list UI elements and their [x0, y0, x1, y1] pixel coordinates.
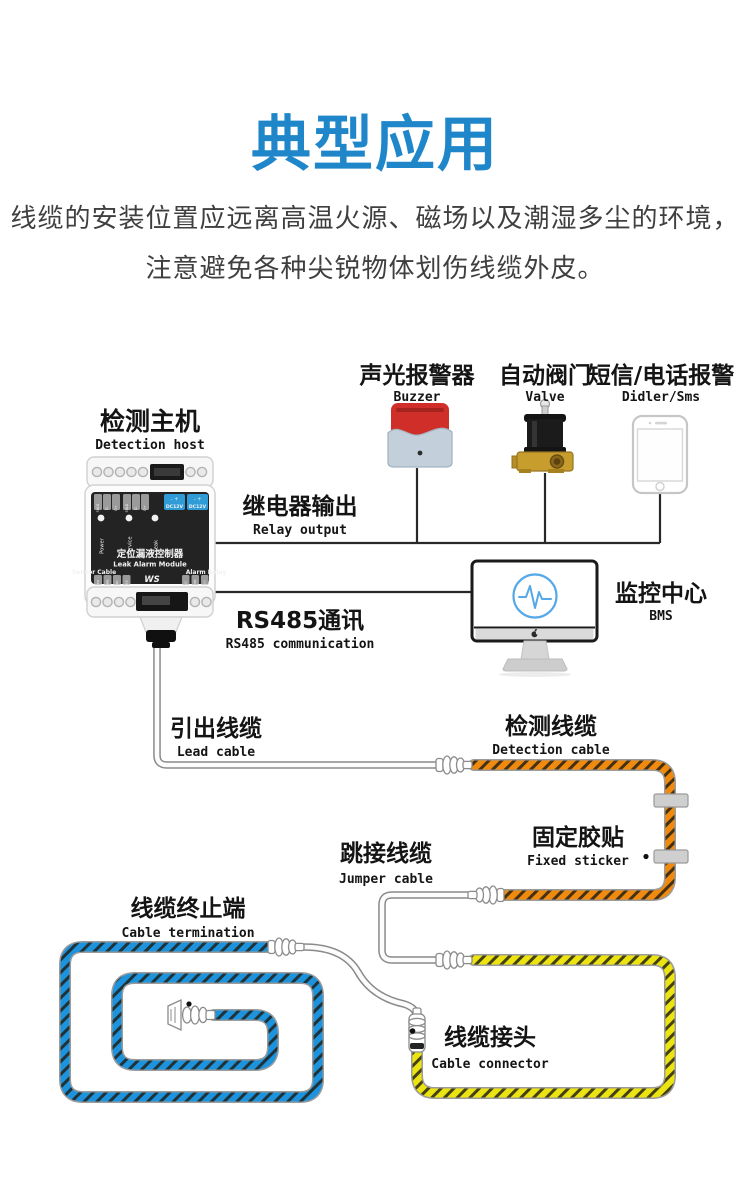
svg-text:检测主机: 检测主机 — [100, 407, 200, 436]
svg-text:Jumper cable: Jumper cable — [339, 872, 433, 887]
page-title: 典型应用 — [251, 110, 499, 180]
description-line-1: 线缆的安装位置应远离高温火源、磁场以及潮湿多尘的环境， — [10, 204, 740, 234]
svg-text:线缆终止端: 线缆终止端 — [131, 895, 246, 922]
svg-text:跳接线缆: 跳接线缆 — [340, 840, 432, 867]
svg-text:- +: - + — [194, 497, 202, 503]
label-cable-termination: 线缆终止端 Cable termination — [121, 895, 254, 941]
svg-text:Cable termination: Cable termination — [121, 926, 254, 941]
label-fixed-sticker: 固定胶贴 Fixed sticker — [527, 824, 629, 869]
svg-text:RS485通讯: RS485通讯 — [236, 608, 364, 634]
svg-text:引出线缆: 引出线缆 — [170, 715, 262, 742]
svg-text:Lead cable: Lead cable — [177, 745, 255, 760]
device-name-zh: 定位漏液控制器 — [116, 548, 184, 560]
svg-text:GRN: GRN — [106, 580, 110, 587]
device-name-en: Leak Alarm Module — [113, 561, 187, 569]
svg-text:继电器输出: 继电器输出 — [243, 493, 358, 520]
svg-text:Buzzer: Buzzer — [394, 390, 441, 405]
cable-connector-orange-end — [467, 885, 505, 905]
label-rs485: RS485通讯 RS485 communication — [226, 608, 375, 652]
label-detection-cable: 检测线缆 Detection cable — [492, 713, 610, 758]
pulse-icon — [512, 573, 558, 619]
svg-text:BMS: BMS — [649, 609, 673, 624]
status-leds: Power Service Leak — [97, 514, 160, 556]
jumper-cable — [378, 891, 472, 964]
front-panel — [91, 492, 209, 584]
top-terminal-screws — [91, 466, 208, 478]
svg-text:检测线缆: 检测线缆 — [505, 713, 597, 740]
svg-text:D+: D+ — [114, 505, 118, 510]
svg-text:Relay output: Relay output — [253, 523, 347, 538]
svg-text:固定胶贴: 固定胶贴 — [532, 824, 624, 851]
label-bms: 监控中心 BMS — [615, 580, 707, 624]
svg-text:Fixed sticker: Fixed sticker — [527, 854, 629, 869]
home-button-icon — [655, 481, 665, 492]
svg-text:D-: D- — [134, 506, 138, 510]
svg-text:N.C: N.C — [184, 580, 188, 585]
detection-host-module: SHLD D- D+ SHLD D- D+ - + DC12V - + DC12… — [72, 456, 227, 648]
sensor-terminal-tabs: RED GRN YEL BLK — [94, 575, 131, 586]
svg-text:DC12V: DC12V — [189, 504, 207, 510]
svg-text:Didler/Sms: Didler/Sms — [622, 390, 700, 405]
svg-text:线缆接头: 线缆接头 — [444, 1024, 536, 1051]
application-diagram: SHLD D- D+ SHLD D- D+ - + DC12V - + DC12… — [0, 362, 734, 1200]
description-line-2: 注意避免各种尖锐物体划伤线缆外皮。 — [145, 254, 605, 284]
svg-text:Power: Power — [100, 537, 106, 554]
camera-dot-icon — [648, 421, 652, 425]
label-host: 检测主机 Detection host — [95, 407, 205, 453]
dc-power-tabs: - + DC12V - + DC12V — [164, 494, 208, 510]
svg-text:RS485 communication: RS485 communication — [226, 637, 375, 652]
valve-image — [511, 398, 574, 473]
relay-output-line — [213, 468, 662, 545]
cable-connector-joint — [408, 1007, 426, 1053]
cable-gland — [146, 630, 176, 642]
lead-cable — [153, 640, 440, 769]
svg-text:DC12V: DC12V — [166, 504, 184, 510]
svg-text:Detection host: Detection host — [95, 438, 205, 453]
cable-connector-yellow-start — [435, 950, 473, 970]
monitor-image — [470, 559, 599, 677]
svg-text:监控中心: 监控中心 — [615, 580, 707, 607]
phone-image — [631, 414, 689, 495]
buzzer-image — [387, 403, 453, 468]
svg-text:BLK: BLK — [125, 579, 129, 586]
label-buzzer: 声光报警器 Buzzer — [360, 363, 476, 405]
label-valve: 自动阀门 Valve — [499, 362, 591, 405]
svg-text:SHLD: SHLD — [125, 503, 129, 512]
earpiece-icon — [655, 421, 667, 425]
label-sms: 短信/电话报警 Didler/Sms — [588, 362, 734, 405]
fixed-sticker-clips — [643, 793, 689, 864]
svg-text:D-: D- — [105, 506, 109, 510]
svg-text:- +: - + — [171, 497, 179, 503]
brand-logo: WS — [144, 575, 160, 585]
svg-text:短信/电话报警: 短信/电话报警 — [588, 362, 734, 389]
alarm-relay-label: Alarm Relay — [186, 569, 227, 576]
svg-text:Service: Service — [128, 536, 134, 555]
svg-text:Cable connector: Cable connector — [431, 1057, 549, 1072]
svg-text:声光报警器: 声光报警器 — [360, 363, 476, 389]
label-jumper-cable: 跳接线缆 Jumper cable — [339, 840, 433, 887]
bus-terminal-tabs: SHLD D- D+ SHLD D- D+ — [94, 494, 149, 512]
cable-connector-blue-end — [267, 937, 305, 957]
svg-text:自动阀门: 自动阀门 — [499, 362, 591, 389]
apple-logo-icon — [531, 629, 539, 638]
cable-connector-lead-orange — [435, 755, 473, 775]
label-lead-cable: 引出线缆 Lead cable — [170, 715, 262, 760]
sensor-cable-label: Sensor Cable — [72, 569, 116, 576]
svg-text:D+: D+ — [143, 505, 147, 510]
svg-text:YEL: YEL — [115, 580, 119, 586]
svg-text:Valve: Valve — [525, 390, 564, 405]
svg-text:SHLD: SHLD — [96, 503, 100, 512]
svg-text:COM: COM — [193, 579, 197, 586]
termination-plug — [167, 998, 216, 1032]
svg-text:Leak: Leak — [154, 540, 160, 552]
label-relay-output: 继电器输出 Relay output — [243, 493, 358, 538]
bottom-terminal-screws — [90, 596, 212, 608]
svg-text:Detection cable: Detection cable — [492, 743, 610, 758]
svg-text:N.O: N.O — [203, 580, 207, 586]
relay-terminal-tabs: N.C COM N.O — [182, 575, 209, 587]
svg-text:RED: RED — [96, 579, 100, 586]
label-cable-connector: 线缆接头 Cable connector — [431, 1024, 549, 1072]
